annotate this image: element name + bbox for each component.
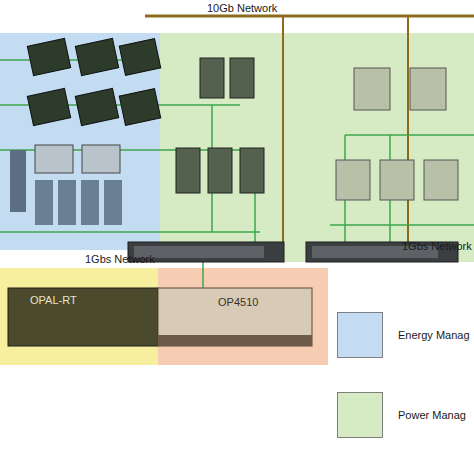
- region-box: 1Gbs Network: [160, 33, 474, 262]
- network-label: 10Gb Network: [205, 2, 279, 14]
- region-box: OPAL-RT: [0, 268, 158, 365]
- region-label: OPAL-RT: [30, 294, 77, 306]
- region-label: 1Gbs Network: [85, 253, 155, 265]
- region-label: 1Gbs Network: [402, 240, 472, 252]
- region-label: OP4510: [218, 296, 258, 308]
- backbone-line: [145, 15, 474, 18]
- legend-text: Power Manag: [398, 409, 466, 421]
- legend-swatch: [337, 312, 383, 358]
- region-box: 1Gbs Network: [0, 33, 160, 250]
- legend-text: Energy Manag: [398, 329, 470, 341]
- region-box: OP4510: [158, 268, 328, 365]
- legend-swatch: [337, 392, 383, 438]
